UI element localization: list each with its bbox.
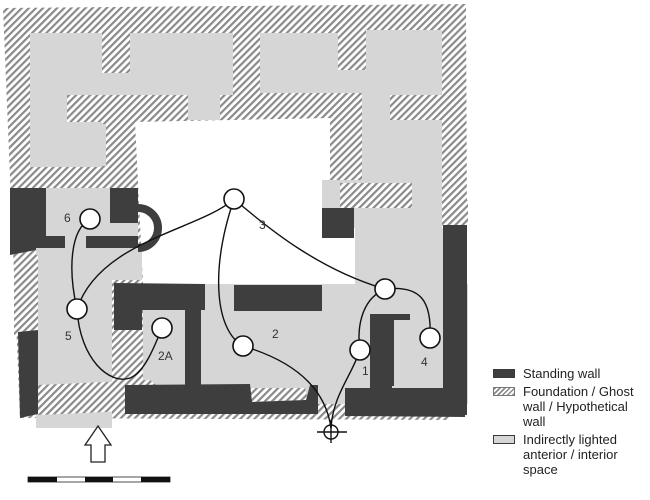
node-label-5: 5: [65, 329, 72, 343]
node-2A[interactable]: [151, 317, 173, 339]
node-2[interactable]: [232, 335, 254, 357]
node-label-2A: 2A: [158, 349, 173, 363]
node-label-3: 3: [259, 218, 266, 232]
node-label-2: 2: [272, 327, 279, 341]
upper-interior: [30, 30, 442, 230]
legend-item-indirect-space: Indirectly lighted anterior / interior s…: [493, 432, 650, 477]
interior-swatch-icon: [493, 435, 515, 444]
legend-item-standing-wall: Standing wall: [493, 366, 650, 381]
standing-walls: [10, 188, 467, 418]
legend-label: Foundation / Ghost wall / Hypothetical w…: [523, 384, 634, 429]
path-entrance-2: [242, 345, 332, 429]
node-label-4: 4: [421, 355, 428, 369]
nodes: [66, 188, 441, 361]
node-4[interactable]: [419, 327, 441, 349]
node-3[interactable]: [223, 188, 245, 210]
upper-hatched-walls: [67, 33, 442, 208]
node-label-6: 6: [64, 211, 71, 225]
node-1[interactable]: [349, 339, 371, 361]
scale-bar-icon: [27, 476, 171, 483]
path-2-3: [218, 198, 244, 347]
path-R-3: [233, 198, 386, 290]
node-R[interactable]: [374, 278, 396, 300]
node-6[interactable]: [79, 208, 101, 230]
legend-label: Indirectly lighted anterior / interior s…: [523, 432, 618, 477]
path-3-5: [76, 198, 235, 310]
legend-item-foundation: Foundation / Ghost wall / Hypothetical w…: [493, 384, 650, 429]
legend-label: Standing wall: [523, 366, 601, 381]
north-arrow-icon: [83, 424, 113, 463]
entrance-crosshair-icon: [317, 420, 347, 443]
node-labels: 1 2 2A 3 4 5 6: [64, 211, 428, 378]
path-5-2A: [76, 308, 163, 380]
courtyard: [135, 118, 355, 288]
node-5[interactable]: [66, 298, 88, 320]
node-label-1: 1: [362, 364, 369, 378]
hatch-swatch-icon: [493, 387, 515, 396]
standing-wall-swatch-icon: [493, 369, 515, 378]
legend: Standing wall Foundation / Ghost wall / …: [493, 366, 650, 480]
